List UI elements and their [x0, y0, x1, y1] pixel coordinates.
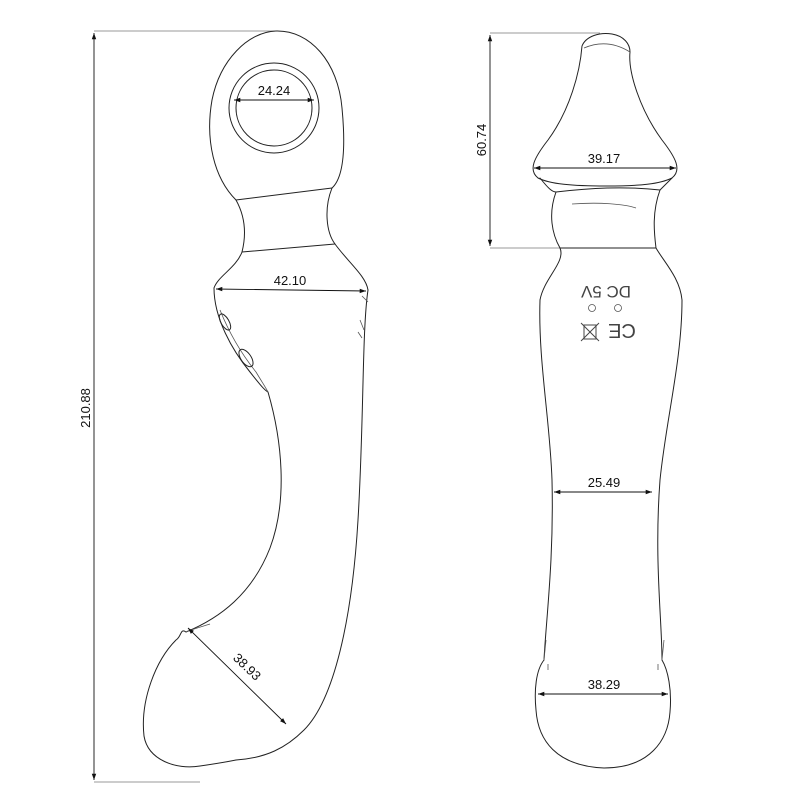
label-base-width: 38.29 [588, 677, 621, 692]
side-button-2 [238, 348, 254, 368]
power-rating-label: DC 5V [580, 282, 631, 301]
side-button-panel [219, 309, 269, 393]
side-collar-bottom [241, 243, 336, 253]
front-collar-right [653, 189, 683, 301]
front-collar-left [539, 191, 562, 301]
side-collar-top [235, 187, 333, 201]
label-shaft-width: 25.49 [588, 475, 621, 490]
front-head-tip-line [583, 43, 631, 53]
weee-bin-icon [580, 322, 600, 342]
side-button-1 [218, 313, 232, 331]
side-vent-marks [357, 295, 369, 339]
front-shaft-left [539, 299, 553, 661]
label-side-neck-width: 42.10 [274, 273, 307, 288]
label-tip-width: 38.93 [230, 650, 264, 683]
side-shaft-right [235, 289, 369, 761]
front-shaft-right [657, 299, 683, 661]
front-view [532, 33, 683, 769]
side-tip-outline [142, 630, 237, 768]
side-collar-left [213, 199, 245, 289]
label-ring-diameter: 24.24 [258, 83, 291, 98]
marking-dot-2 [588, 304, 596, 312]
dim-side-neck-line [215, 286, 367, 294]
marking-dot-1 [614, 304, 622, 312]
side-ring-inner [235, 69, 313, 147]
side-view [142, 30, 369, 768]
front-markings: CE DC 5V [580, 282, 636, 342]
ce-mark: CE [608, 319, 636, 341]
front-base-seam [543, 639, 665, 670]
side-collar-right [326, 187, 369, 291]
front-head-outline [532, 33, 678, 187]
dim-head-length [487, 32, 600, 249]
label-head-length: 60.74 [474, 124, 489, 157]
side-shaft-left [185, 287, 282, 633]
side-tip-ridge [185, 623, 211, 633]
front-collar-seam [571, 202, 637, 209]
label-head-width: 39.17 [588, 151, 621, 166]
side-ring-outer [228, 62, 320, 154]
front-collar-top [539, 177, 673, 193]
label-overall-length: 210.88 [78, 388, 93, 428]
dim-overall-length [91, 30, 276, 783]
dim-tip-line [187, 627, 287, 725]
front-base-outline [534, 659, 671, 769]
